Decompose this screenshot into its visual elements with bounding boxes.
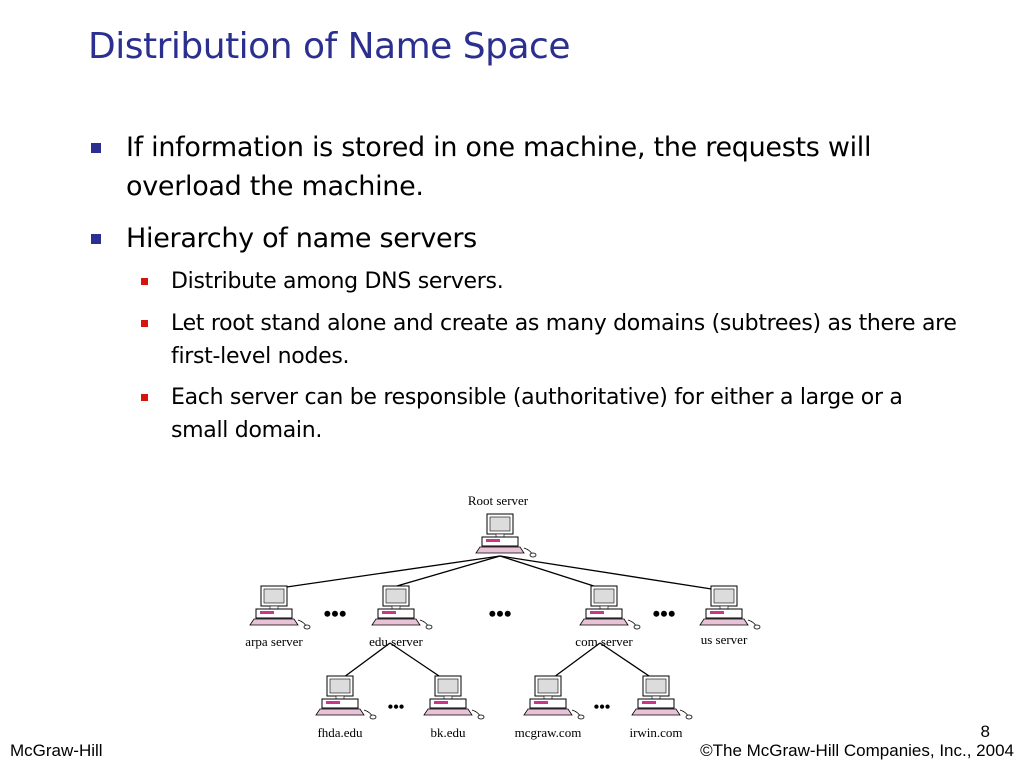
arpa-server-label: arpa server (245, 634, 303, 649)
dns-hierarchy-diagram: Root server arpa server edu server com s… (245, 493, 761, 740)
irwin-com-computer-icon (631, 675, 693, 720)
com-server-label: com server (575, 634, 633, 649)
slide-title: Distribution of Name Space (88, 26, 570, 67)
bk-edu-label: bk.edu (430, 725, 466, 740)
ellipsis-icon: ••• (323, 601, 346, 626)
sub-bullet-item: Distribute among DNS servers. (141, 265, 961, 298)
sub-bullet-text: Distribute among DNS servers. (171, 269, 504, 294)
us-server-label: us server (701, 632, 748, 647)
us-server-computer-icon (699, 585, 761, 630)
ellipsis-icon: ••• (594, 699, 611, 716)
fhda-edu-computer-icon (315, 675, 377, 720)
edu-server-label: edu server (369, 634, 423, 649)
sub-bullet-square-icon (141, 394, 148, 401)
root-server-label: Root server (468, 493, 529, 508)
sub-bullet-text: Each server can be responsible (authorit… (171, 385, 903, 443)
diagram-links (265, 555, 719, 681)
root-server-computer-icon (475, 513, 537, 558)
ellipsis-icon: ••• (652, 601, 675, 626)
bullet-item: If information is stored in one machine,… (91, 128, 956, 206)
bk-edu-computer-icon (423, 675, 485, 720)
page-number: 8 (980, 722, 990, 741)
mcgraw-com-computer-icon (523, 675, 585, 720)
bullet-square-icon (91, 143, 101, 153)
mcgraw-com-label: mcgraw.com (515, 725, 582, 740)
bullet-item: Hierarchy of name servers (91, 219, 956, 258)
ellipsis-icon: ••• (388, 699, 405, 716)
edu-server-computer-icon (371, 585, 433, 630)
sub-bullet-square-icon (141, 278, 148, 285)
bullet-text: If information is stored in one machine,… (126, 132, 872, 202)
arpa-server-computer-icon (249, 585, 311, 630)
sub-bullet-item: Each server can be responsible (authorit… (141, 381, 961, 447)
sub-bullet-item: Let root stand alone and create as many … (141, 307, 961, 373)
irwin-com-label: irwin.com (629, 725, 682, 740)
sub-bullet-square-icon (141, 320, 148, 327)
fhda-edu-label: fhda.edu (317, 725, 363, 740)
footer-publisher: McGraw-Hill (10, 741, 103, 760)
sub-bullet-text: Let root stand alone and create as many … (171, 311, 957, 369)
bullet-text: Hierarchy of name servers (126, 223, 477, 254)
bullet-square-icon (91, 234, 101, 244)
ellipsis-icon: ••• (488, 601, 511, 626)
com-server-computer-icon (579, 585, 641, 630)
footer-copyright: ©The McGraw-Hill Companies, Inc., 2004 (700, 741, 1014, 760)
